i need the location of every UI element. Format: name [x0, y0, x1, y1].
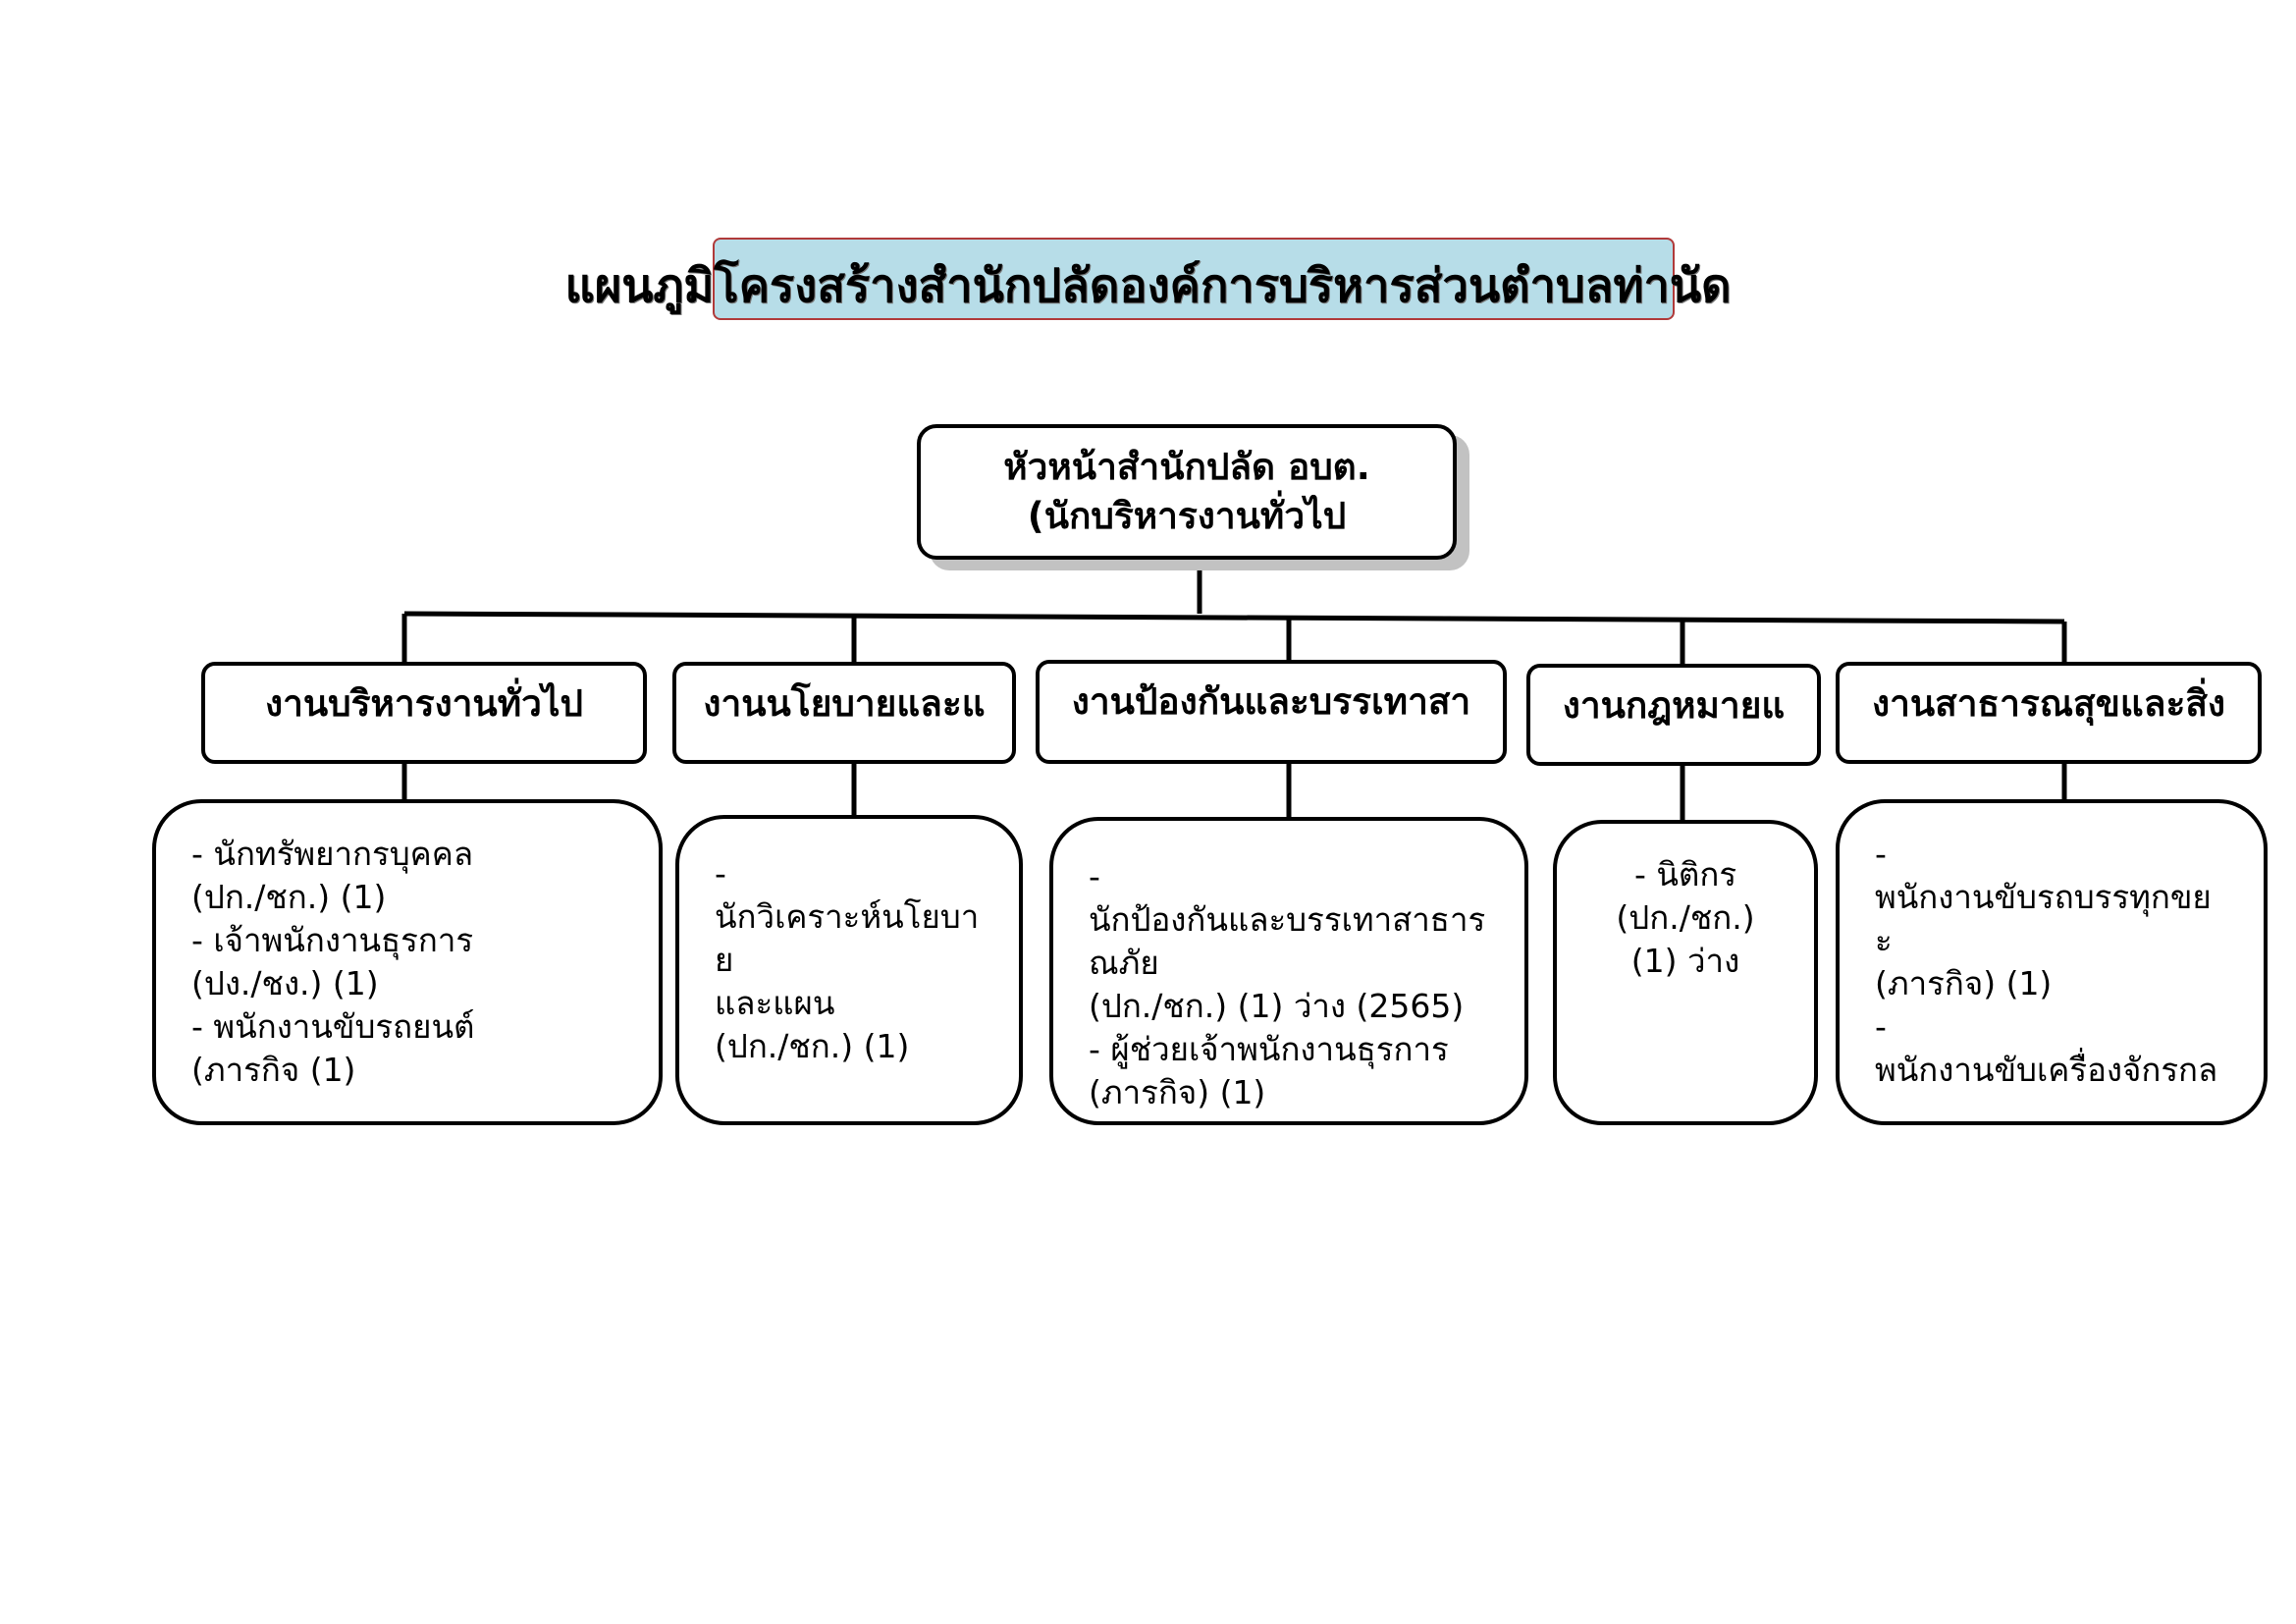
staff-line: (ภารกิจ (1)	[191, 1051, 356, 1089]
staff-line: (1) ว่าง	[1630, 942, 1740, 980]
horizontal-connector	[403, 611, 2065, 624]
staff-line: -	[715, 854, 726, 893]
staff-line: (ปง./ชง.) (1)	[191, 964, 379, 1002]
head-subtitle: (นักบริหารงานทั่วไป	[1027, 495, 1347, 537]
staff-line: (ปก./ชก.)	[1616, 898, 1755, 937]
staff-line: พนักงานขับรถบรรทุกขย	[1875, 878, 2212, 916]
staff-line: (ภารกิจ) (1)	[1875, 964, 2053, 1002]
staff-line: - นิติกร	[1633, 855, 1737, 893]
division-box-public-health: งานสาธารณสุขและสิ่ง	[1836, 662, 2262, 764]
staff-line: และแผน	[715, 984, 835, 1022]
staff-box-general-admin: - นักทรัพยากรบุคคล (ปก./ชก.) (1) - เจ้าพ…	[152, 799, 663, 1125]
staff-box-legal: - นิติกร (ปก./ชก.) (1) ว่าง	[1553, 820, 1818, 1125]
staff-line: (ภารกิจ) (1)	[1089, 1073, 1266, 1111]
page-title: แผนภูมิโครงสร้างสำนักปลัดองค์การบริหารส่…	[564, 259, 1732, 313]
staff-line: -	[1089, 857, 1100, 895]
division-label: งานป้องกันและบรรเทาสา	[1071, 680, 1471, 723]
division-box-disaster-prevention: งานป้องกันและบรรเทาสา	[1036, 660, 1507, 764]
staff-line: - เจ้าพนักงานธุรการ	[191, 921, 474, 959]
division-box-general-admin: งานบริหารงานทั่วไป	[201, 662, 647, 764]
division-box-legal: งานกฎหมายแ	[1526, 664, 1821, 766]
division-box-policy: งานนโยบายและแ	[672, 662, 1016, 764]
staff-line: (ปก./ชก.) (1) ว่าง (2565)	[1089, 987, 1465, 1025]
staff-line: -	[1875, 835, 1887, 873]
head-of-office-box: หัวหน้าสำนักปลัด อบต. (นักบริหารงานทั่วไ…	[917, 424, 1457, 560]
division-label: งานสาธารณสุขและสิ่ง	[1872, 682, 2225, 725]
staff-line: - พนักงานขับรถยนต์	[191, 1007, 475, 1046]
staff-line: - นักทรัพยากรบุคคล	[191, 835, 474, 873]
staff-line: ะ	[1875, 921, 1893, 959]
staff-line: - ผู้ช่วยเจ้าพนักงานธุรการ	[1089, 1030, 1449, 1068]
title-highlight	[713, 238, 1675, 320]
division-label: งานนโยบายและแ	[703, 682, 986, 725]
staff-line: ณภัย	[1089, 944, 1159, 982]
division-label: งานกฎหมายแ	[1562, 684, 1786, 727]
staff-box-policy: - นักวิเคราะห์นโยบา ย และแผน (ปก./ชก.) (…	[675, 815, 1023, 1125]
staff-line: นักป้องกันและบรรเทาสาธาร	[1089, 900, 1486, 939]
staff-line: (ปก./ชก.) (1)	[191, 878, 387, 916]
staff-box-disaster-prevention: - นักป้องกันและบรรเทาสาธาร ณภัย (ปก./ชก.…	[1049, 817, 1528, 1125]
staff-line: นักวิเคราะห์นโยบา	[715, 897, 980, 936]
staff-line: พนักงานขับเครื่องจักรกล	[1875, 1051, 2218, 1089]
staff-line: -	[1875, 1007, 1887, 1046]
staff-line: (ปก./ชก.) (1)	[715, 1027, 910, 1065]
staff-box-public-health: - พนักงานขับรถบรรทุกขย ะ (ภารกิจ) (1) - …	[1836, 799, 2268, 1125]
staff-line: ย	[715, 941, 734, 979]
head-title: หัวหน้าสำนักปลัด อบต.	[1003, 446, 1370, 488]
division-label: งานบริหารงานทั่วไป	[265, 682, 583, 725]
